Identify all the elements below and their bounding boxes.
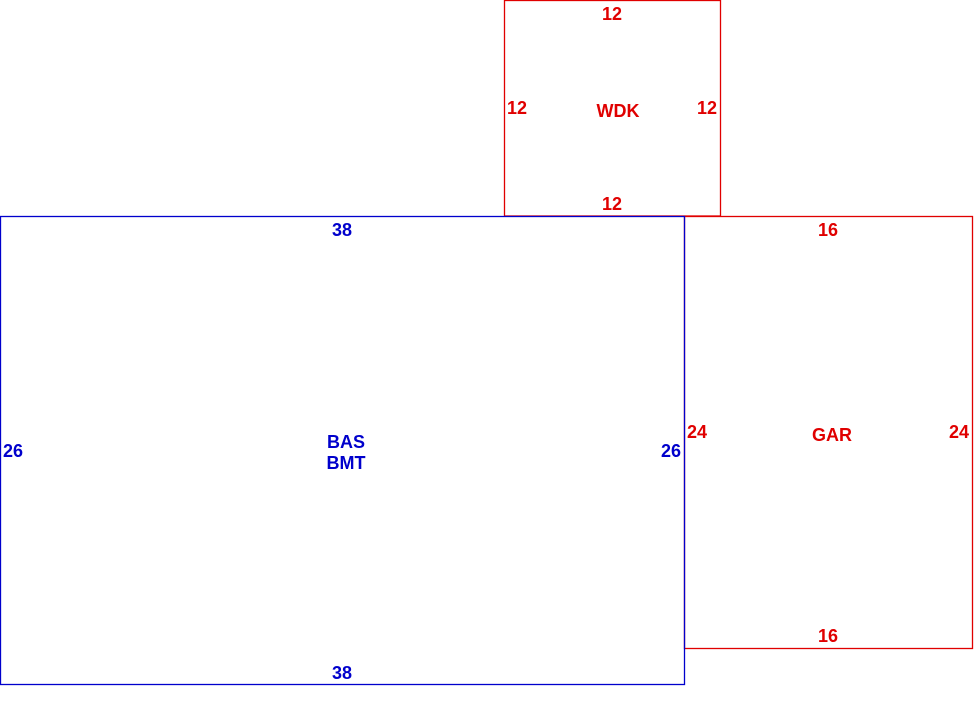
wdk-left-dim: 12 — [507, 98, 527, 118]
bmt-label: BMT — [327, 453, 366, 473]
bas-left-dim: 26 — [3, 441, 23, 461]
bas-top-dim: 38 — [332, 220, 352, 240]
bas-label: BAS — [327, 432, 365, 452]
gar-bottom-dim: 16 — [818, 626, 838, 646]
bas-bottom-dim: 38 — [332, 663, 352, 683]
gar-left-dim: 24 — [687, 422, 707, 442]
area-wdk[interactable]: 12 12 12 WDK 12 — [503, 0, 722, 217]
bas-right-dim: 26 — [661, 441, 681, 461]
area-gar[interactable]: 16 24 24 GAR 16 — [683, 215, 974, 650]
wdk-label: WDK — [597, 101, 640, 121]
gar-label: GAR — [812, 425, 852, 445]
gar-top-dim: 16 — [818, 220, 838, 240]
area-bas[interactable]: 38 26 26 BAS BMT 38 — [0, 215, 686, 686]
wdk-right-dim: 12 — [697, 98, 717, 118]
wdk-bottom-dim: 12 — [602, 194, 622, 214]
wdk-top-dim: 12 — [602, 4, 622, 24]
gar-right-dim: 24 — [949, 422, 969, 442]
bas-outline — [0, 215, 686, 686]
